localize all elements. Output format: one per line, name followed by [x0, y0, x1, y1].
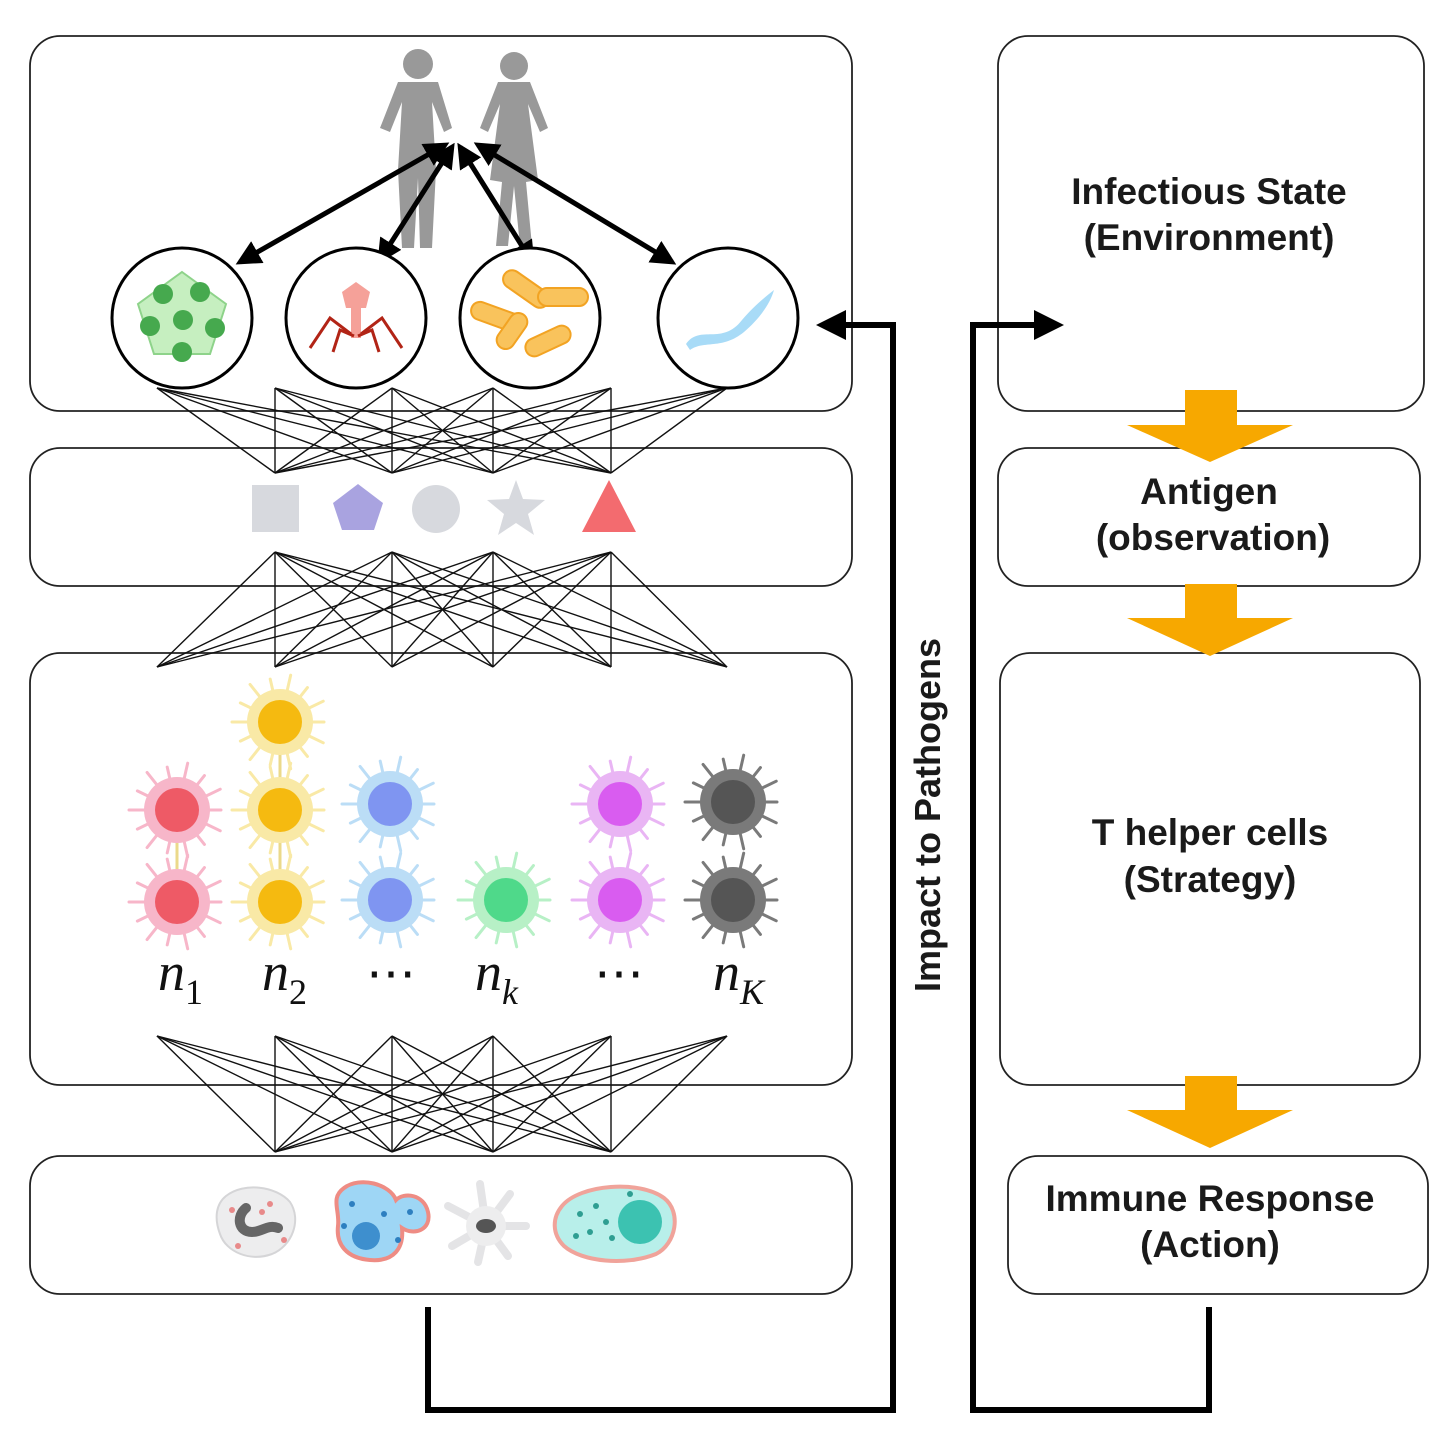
network-edge	[274, 1035, 393, 1153]
network-edge	[610, 551, 728, 668]
network-edge	[610, 387, 728, 474]
network-edge	[274, 387, 393, 474]
triangle-antigen-icon	[582, 480, 636, 532]
virus-infected-cell-icon	[110, 246, 254, 390]
t-helper-cell-icon	[456, 851, 552, 949]
pentagon-antigen-icon	[333, 484, 383, 530]
t-helper-cell-icon	[127, 761, 223, 859]
parasite-worm-icon	[656, 246, 800, 390]
network-edge	[156, 551, 494, 668]
infection-arrows	[235, 142, 677, 267]
macrophage-icon	[334, 1180, 431, 1263]
type-label-k: nk	[475, 942, 519, 1012]
network-edge	[492, 551, 728, 668]
t-helper-cell-icon	[683, 851, 779, 949]
t-helper-cell-icon	[230, 673, 326, 771]
t-helper-panel	[29, 652, 853, 1086]
t-helper-cell-icon	[340, 851, 436, 949]
eosinophil-icon	[552, 1184, 677, 1263]
circle-antigen-icon	[412, 485, 460, 533]
type-ellipsis-1: ⋯	[366, 945, 416, 1001]
network-edge	[492, 551, 612, 668]
impact-path	[425, 310, 896, 1413]
effector-panel	[29, 1155, 853, 1295]
network-edge	[492, 387, 728, 474]
network-edge	[156, 1035, 494, 1153]
network-edge	[274, 387, 494, 474]
star-antigen-icon	[487, 480, 545, 535]
t-helper-cells	[127, 673, 779, 951]
network-edge	[492, 1035, 728, 1153]
network-edge	[492, 387, 612, 474]
type-label-1: n1	[158, 942, 203, 1012]
antigen-panel	[29, 447, 853, 587]
network-edge	[156, 1035, 276, 1153]
flow-arrow-1	[1127, 390, 1293, 462]
flow-arrow-3	[1127, 1076, 1293, 1148]
square-antigen-icon	[252, 485, 299, 532]
network-edge	[274, 1035, 612, 1153]
network-edge	[274, 387, 612, 474]
action-subtitle: (Action)	[1140, 1224, 1280, 1265]
network-edge	[156, 551, 393, 668]
observation-title: Antigen	[1140, 471, 1278, 512]
t-helper-cell-icon	[230, 761, 326, 859]
bacteria-icon	[458, 246, 602, 390]
network-edge	[274, 551, 612, 668]
action-path	[970, 310, 1212, 1413]
flow-arrow-2	[1127, 584, 1293, 656]
type-label-2: n2	[262, 942, 307, 1012]
t-helper-cell-icon	[570, 851, 666, 949]
t-helper-cell-icon	[127, 853, 223, 951]
feedback-label: Impact to Pathogens	[907, 638, 948, 992]
network-edge	[391, 551, 728, 668]
t-helper-cell-icon	[230, 853, 326, 951]
network-edge	[610, 1035, 728, 1153]
t-helper-cell-icon	[570, 755, 666, 853]
environment-panel	[29, 35, 853, 412]
environment-title: Infectious State	[1071, 171, 1347, 212]
network-edge	[274, 551, 393, 668]
network-edge	[156, 551, 276, 668]
network-edge	[156, 387, 276, 474]
t-helper-cell-icon	[340, 755, 436, 853]
network-edge	[391, 387, 728, 474]
network-edge	[156, 551, 612, 668]
action-box	[1007, 1155, 1429, 1295]
network-edge	[492, 1035, 612, 1153]
strategy-subtitle: (Strategy)	[1124, 859, 1297, 900]
network-edge	[156, 387, 494, 474]
bacteriophage-icon	[284, 246, 428, 390]
network-edge	[391, 1035, 728, 1153]
network-edge	[274, 1035, 728, 1153]
feedback-loop	[425, 310, 1212, 1413]
strategy-title: T helper cells	[1092, 812, 1329, 853]
type-ellipsis-2: ⋯	[594, 945, 644, 1001]
observation-subtitle: (observation)	[1096, 517, 1330, 558]
network-connections	[156, 387, 728, 1153]
type-label-K: nK	[713, 942, 766, 1012]
flow-arrows	[1127, 390, 1293, 1148]
action-title: Immune Response	[1046, 1178, 1375, 1219]
environment-subtitle: (Environment)	[1084, 217, 1335, 258]
neutrophil-icon	[215, 1186, 297, 1258]
type-labels: n1 n2 ⋯ nk ⋯ nK	[158, 942, 766, 1012]
network-edge	[274, 1035, 494, 1153]
network-edge	[391, 551, 612, 668]
t-helper-cell-icon	[683, 753, 779, 851]
network-edge	[274, 387, 728, 474]
dendritic-cell-icon	[444, 1180, 530, 1266]
